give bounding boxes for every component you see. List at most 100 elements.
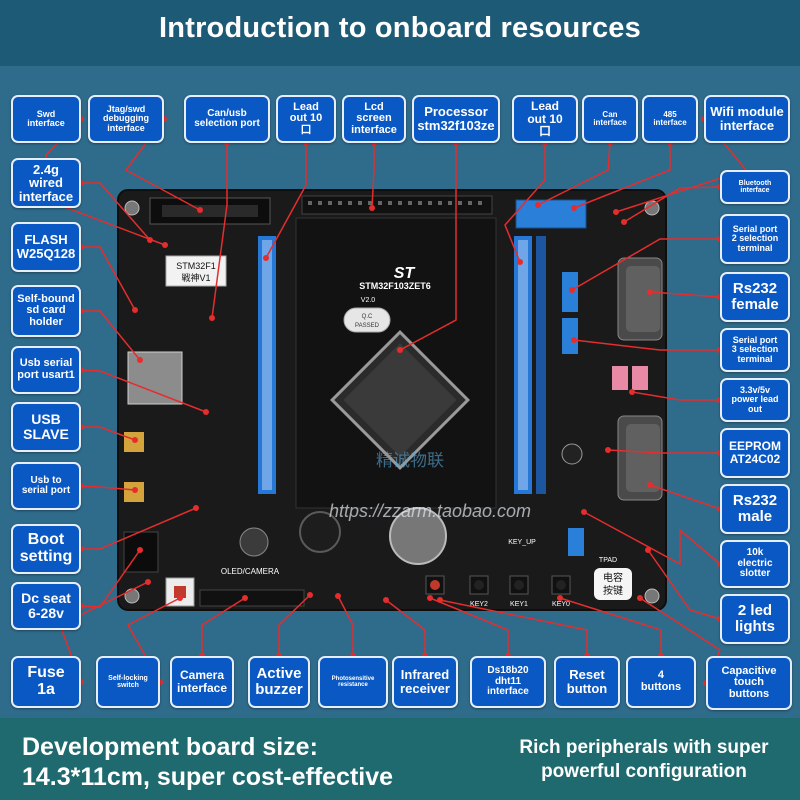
- callout-label-22: Serial port 3 selection terminal: [720, 328, 790, 372]
- callout-label-20: Serial port 2 selection terminal: [720, 214, 790, 264]
- callout-end-dot-23: [629, 389, 635, 395]
- callout-label-10: Wifi module interface: [704, 95, 790, 143]
- callout-line-24: [607, 449, 720, 454]
- callout-end-dot-6: [397, 347, 403, 353]
- callout-end-dot-15: [132, 437, 138, 443]
- qc-sticker-line1: Q.C: [362, 314, 373, 320]
- callout-label-31: Camera interface: [170, 656, 234, 708]
- callout-label-27: 2 led lights: [720, 594, 790, 644]
- callout-label-13: Self-bound sd card holder: [11, 285, 81, 337]
- callout-label-37: 4 buttons: [626, 656, 696, 708]
- callout-line-12: [81, 246, 136, 311]
- callout-end-dot-16: [132, 487, 138, 493]
- callout-line-17: [81, 507, 197, 550]
- callout-label-1: Swd interface: [11, 95, 81, 143]
- callout-label-5: Lcd screen interface: [342, 95, 406, 143]
- callout-end-dot-19: [621, 219, 627, 225]
- callout-label-19: Bluetooth interface: [720, 170, 790, 204]
- callout-label-23: 3.3v/5v power lead out: [720, 378, 790, 422]
- callout-label-34: Infrared receiver: [392, 656, 458, 708]
- callout-end-dot-1: [162, 242, 168, 248]
- callout-label-9: 485 interface: [642, 95, 698, 143]
- callout-line-16: [80, 485, 136, 491]
- callout-end-dot-7: [517, 259, 523, 265]
- callout-end-dot-17: [193, 505, 199, 511]
- callout-line-9: [573, 143, 671, 209]
- callout-line-26: [583, 511, 721, 566]
- callout-end-dot-26: [581, 509, 587, 515]
- callout-end-dot-32: [307, 592, 313, 598]
- callout-label-26: 10k electric slotter: [720, 540, 790, 588]
- callout-label-3: Can/usb selection port: [184, 95, 270, 143]
- callout-end-dot-33: [335, 593, 341, 599]
- callout-label-17: Boot setting: [11, 524, 81, 574]
- touch-pad-line1: 电容: [603, 571, 623, 584]
- callout-end-dot-3: [209, 315, 215, 321]
- callout-label-8: Can interface: [582, 95, 638, 143]
- callout-label-14: Usb serial port usart1: [11, 346, 81, 394]
- callout-line-21: [649, 291, 721, 298]
- oled-silkscreen: OLED/CAMERA: [221, 567, 280, 576]
- callout-end-dot-4: [263, 255, 269, 261]
- callout-line-36: [439, 599, 588, 656]
- callout-label-7: Lead out 10 口: [512, 95, 578, 143]
- callout-line-25: [649, 484, 721, 510]
- chip-silkscreen: STM32F103ZET6: [359, 281, 431, 291]
- callout-label-6: Processor stm32f103ze: [412, 95, 500, 143]
- watermark-text: 精诚物联: [376, 451, 444, 470]
- watermark-url: https://zzarm.taobao.com: [329, 501, 531, 521]
- callout-line-7: [504, 143, 546, 263]
- callout-line-33: [337, 595, 354, 656]
- board-version: V2.0: [361, 297, 376, 304]
- callout-label-36: Reset button: [554, 656, 620, 708]
- callout-line-15: [81, 426, 136, 441]
- callout-end-dot-35: [427, 595, 433, 601]
- callout-label-33: Photosensitive resistance: [318, 656, 388, 708]
- board-badge-line2: 戦神V1: [181, 272, 210, 283]
- callout-line-4: [265, 143, 307, 259]
- footer-band: Development board size: 14.3*11cm, super…: [0, 718, 800, 800]
- callout-end-dot-20: [569, 287, 575, 293]
- callout-end-dot-14: [203, 409, 209, 415]
- callout-label-24: EEPROM AT24C02: [720, 428, 790, 478]
- callout-end-dot-12: [132, 307, 138, 313]
- callout-line-22: [573, 339, 720, 351]
- callout-end-dot-34: [383, 597, 389, 603]
- callout-end-dot-22: [571, 337, 577, 343]
- callout-end-dot-37: [557, 595, 563, 601]
- key-up-silkscreen: KEY_UP: [508, 539, 536, 546]
- callout-line-19: [623, 186, 721, 223]
- callout-label-28: Capacitive touch buttons: [706, 656, 792, 710]
- callout-end-dot-25: [647, 482, 653, 488]
- callout-line-31: [201, 597, 246, 656]
- callout-label-11: 2.4g wired interface: [11, 158, 81, 208]
- callout-end-dot-2: [197, 207, 203, 213]
- callout-label-16: Usb to serial port: [11, 462, 81, 510]
- key1-silkscreen: KEY1: [510, 601, 528, 608]
- callout-end-dot-31: [242, 595, 248, 601]
- callout-label-30: Self-locking switch: [96, 656, 160, 708]
- callout-end-dot-8: [535, 202, 541, 208]
- callout-end-dot-24: [605, 447, 611, 453]
- page-title: Introduction to onboard resources: [159, 12, 641, 44]
- callout-label-35: Ds18b20 dht11 interface: [470, 656, 546, 708]
- callout-line-27: [647, 549, 721, 620]
- header-band: Introduction to onboard resources: [0, 0, 800, 66]
- callout-line-23: [631, 391, 720, 401]
- callout-end-dot-10: [613, 209, 619, 215]
- callout-line-37: [559, 597, 662, 656]
- callout-label-4: Lead out 10 口: [276, 95, 336, 143]
- key2-silkscreen: KEY2: [470, 601, 488, 608]
- callout-line-8: [537, 142, 611, 206]
- callout-label-12: FLASH W25Q128: [11, 222, 81, 272]
- callout-line-14: [80, 369, 207, 413]
- callout-label-2: Jtag/swd debugging interface: [88, 95, 164, 143]
- callout-end-dot-18: [137, 547, 143, 553]
- callout-line-35: [429, 597, 509, 656]
- callout-line-3: [211, 143, 228, 319]
- callout-end-dot-21: [647, 289, 653, 295]
- callout-label-21: Rs232 female: [720, 272, 790, 322]
- touch-pad-line2: 按键: [603, 584, 623, 597]
- board-badge-line1: STM32F1: [176, 261, 216, 271]
